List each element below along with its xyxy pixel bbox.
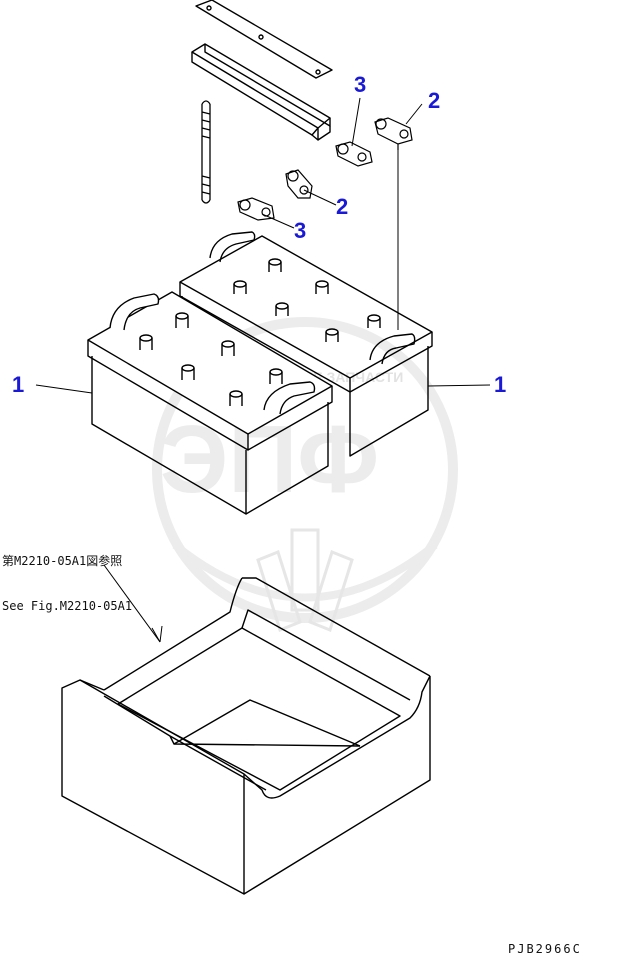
reference-note-en: See Fig.M2210-05A1 bbox=[2, 599, 133, 613]
battery-tray bbox=[61, 577, 431, 895]
leader-lines bbox=[35, 97, 491, 643]
watermark: ТЕХНИЧЕСКИЕ ЗАПЧАСТИ ЭПФ bbox=[152, 317, 458, 632]
callout-1-left: 1 bbox=[12, 372, 25, 397]
callout-2-mid: 2 bbox=[336, 194, 349, 219]
battery-hold-down-bar bbox=[191, 0, 333, 141]
callout-1-right: 1 bbox=[494, 372, 507, 397]
callout-3-top: 3 bbox=[354, 72, 367, 97]
hold-down-rod bbox=[201, 100, 211, 204]
reference-note: 第M2210-05A1図参照 See Fig.M2210-05A1 bbox=[2, 524, 132, 629]
callout-3-mid: 3 bbox=[294, 218, 307, 243]
drawing-code: PJB2966C bbox=[508, 942, 582, 956]
terminal-clamp-top-left bbox=[335, 141, 373, 167]
terminal-clamp-top-right bbox=[374, 117, 413, 150]
terminal-clamp-mid-right bbox=[285, 169, 313, 199]
watermark-logo: ЭПФ bbox=[160, 406, 379, 513]
reference-note-jp: 第M2210-05A1図参照 bbox=[2, 554, 123, 568]
callout-2-top: 2 bbox=[428, 88, 441, 113]
battery-front bbox=[87, 291, 333, 515]
